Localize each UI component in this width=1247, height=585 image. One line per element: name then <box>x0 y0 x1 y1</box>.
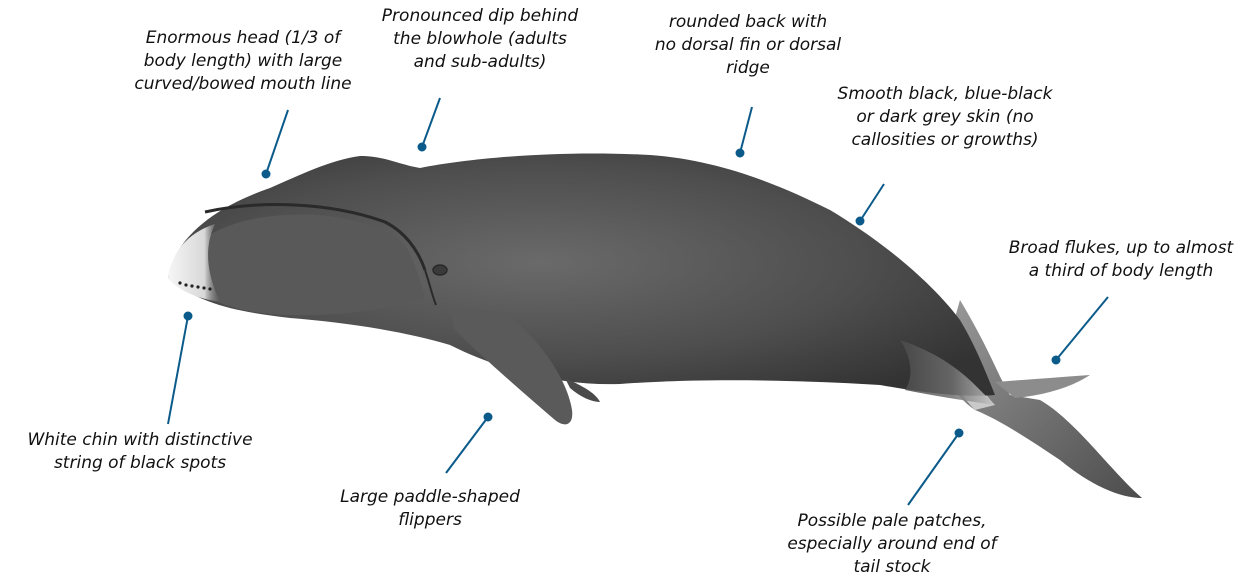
annotation-flukes: Broad flukes, up to almost a third of bo… <box>996 237 1246 283</box>
leader-chin <box>168 316 188 424</box>
annotation-chin: White chin with distinctive string of bl… <box>2 429 278 475</box>
leader-patches <box>908 433 959 505</box>
leader-back <box>740 107 752 153</box>
leader-skin <box>860 184 884 221</box>
annotation-back: rounded back with no dorsal fin or dorsa… <box>640 11 856 80</box>
leader-flippers <box>446 417 488 473</box>
annotation-dip: Pronounced dip behind the blowhole (adul… <box>368 5 592 74</box>
annotation-patches: Possible pale patches, especially around… <box>772 510 1012 579</box>
leader-head <box>266 110 288 174</box>
leader-dip <box>422 98 440 147</box>
annotation-flippers: Large paddle-shaped flippers <box>330 486 530 532</box>
leader-flukes <box>1056 297 1108 360</box>
annotation-skin: Smooth black, blue-black or dark grey sk… <box>826 83 1064 152</box>
whale-eye <box>433 265 447 275</box>
annotation-head: Enormous head (1/3 of body length) with … <box>108 27 378 96</box>
